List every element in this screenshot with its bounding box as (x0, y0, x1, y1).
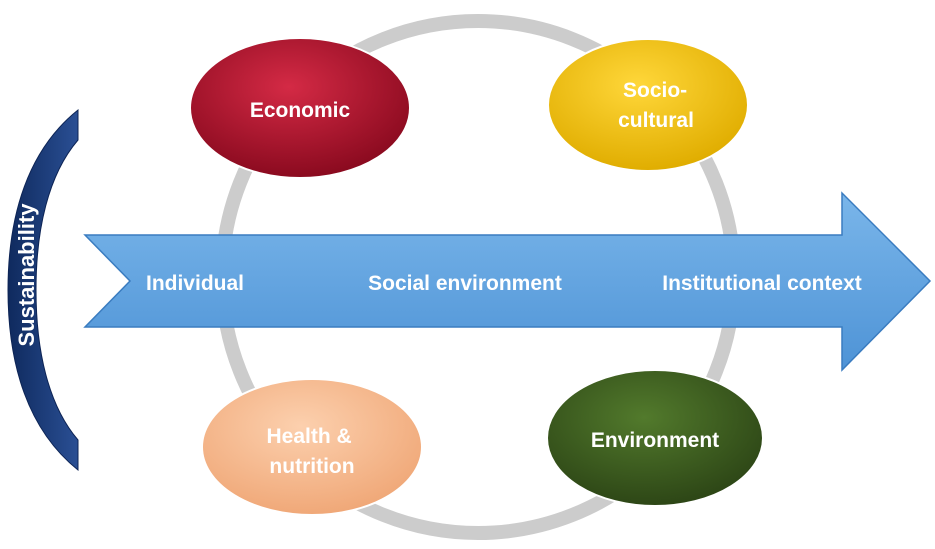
node-health-nutrition: Health & nutrition (201, 378, 423, 516)
node-socio-cultural: Socio- cultural (547, 38, 749, 172)
arrow-label-social-environment: Social environment (368, 272, 562, 295)
sustainability-bracket (7, 108, 79, 472)
node-economic: Economic (189, 37, 411, 179)
node-environment: Environment (546, 369, 764, 507)
context-arrow (83, 191, 932, 372)
node-socio-cultural-label: Socio- cultural (618, 79, 694, 132)
node-environment-label: Environment (591, 429, 719, 452)
sustainability-label: Sustainability (14, 203, 39, 347)
node-economic-label: Economic (250, 99, 351, 122)
arrow-label-individual: Individual (146, 272, 244, 295)
arrow-label-institutional-context: Institutional context (662, 272, 862, 295)
node-health-nutrition-label: Health & nutrition (266, 425, 357, 478)
